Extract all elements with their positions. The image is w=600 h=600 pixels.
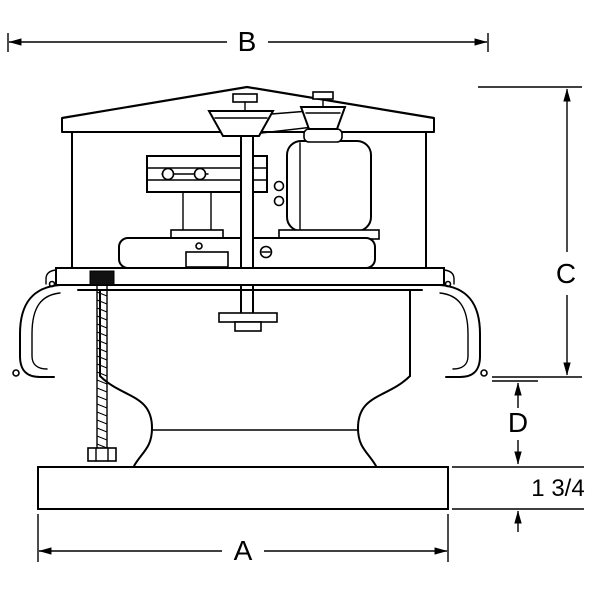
dimension-base-thickness: 1 3/4 xyxy=(452,466,585,532)
motor-cap xyxy=(303,128,343,143)
pulley-large xyxy=(207,110,275,137)
base-plate xyxy=(37,466,449,510)
curb-cap-hook-left xyxy=(45,269,57,285)
rod-threads xyxy=(96,291,108,449)
rod-nut xyxy=(87,447,117,462)
belt xyxy=(252,126,314,135)
dimension-label-c: C xyxy=(556,258,576,289)
aprons xyxy=(12,284,488,378)
dimension-label-a: A xyxy=(234,535,253,566)
bracket-hole xyxy=(193,167,207,181)
belt-drive xyxy=(207,91,347,137)
deck-rivet xyxy=(195,242,203,250)
ventilator-drawing xyxy=(12,85,488,510)
bracket-hole xyxy=(161,167,175,181)
curb-cap-hook-right xyxy=(443,269,455,285)
dimension-skirt-to-base: D xyxy=(492,380,538,465)
dimension-width-base: A xyxy=(37,514,449,566)
motor-bolt xyxy=(273,195,285,207)
shaft-hub-block xyxy=(234,321,262,332)
dimension-width-top: B xyxy=(7,26,489,57)
venturi-foot-left xyxy=(133,427,153,467)
shaft-hub xyxy=(218,312,278,323)
apron-left-inner xyxy=(31,292,61,370)
dimension-label-base-thickness: 1 3/4 xyxy=(531,475,584,502)
motor-shaft-cap xyxy=(312,91,334,100)
clamp-block xyxy=(89,270,115,286)
apron-left-outer xyxy=(19,284,61,378)
apron-right-curl xyxy=(480,369,488,377)
apron-right-inner xyxy=(439,292,469,370)
curb-cap-band xyxy=(55,267,445,286)
hood-peak xyxy=(61,85,435,120)
motor xyxy=(273,128,380,240)
clamp-rod xyxy=(87,270,117,462)
housing xyxy=(71,131,427,269)
venturi-curve-left xyxy=(99,375,153,429)
venturi-curve-right xyxy=(357,375,411,429)
motor-bolt xyxy=(273,180,285,192)
apron-right-outer xyxy=(439,284,481,378)
shaft-cap xyxy=(232,93,258,103)
apron-left-curl xyxy=(12,369,20,377)
pulley-small xyxy=(299,106,347,130)
venturi-foot-right xyxy=(357,427,377,467)
dimension-height-overall: C xyxy=(478,86,582,378)
dimension-label-b: B xyxy=(238,26,257,57)
deck-plate xyxy=(185,251,229,268)
curb-cap xyxy=(45,267,455,288)
curb-base xyxy=(37,466,449,510)
shaft xyxy=(240,135,254,315)
dimension-label-d: D xyxy=(508,407,528,438)
hood xyxy=(61,85,435,133)
bracket-foot xyxy=(170,229,224,239)
